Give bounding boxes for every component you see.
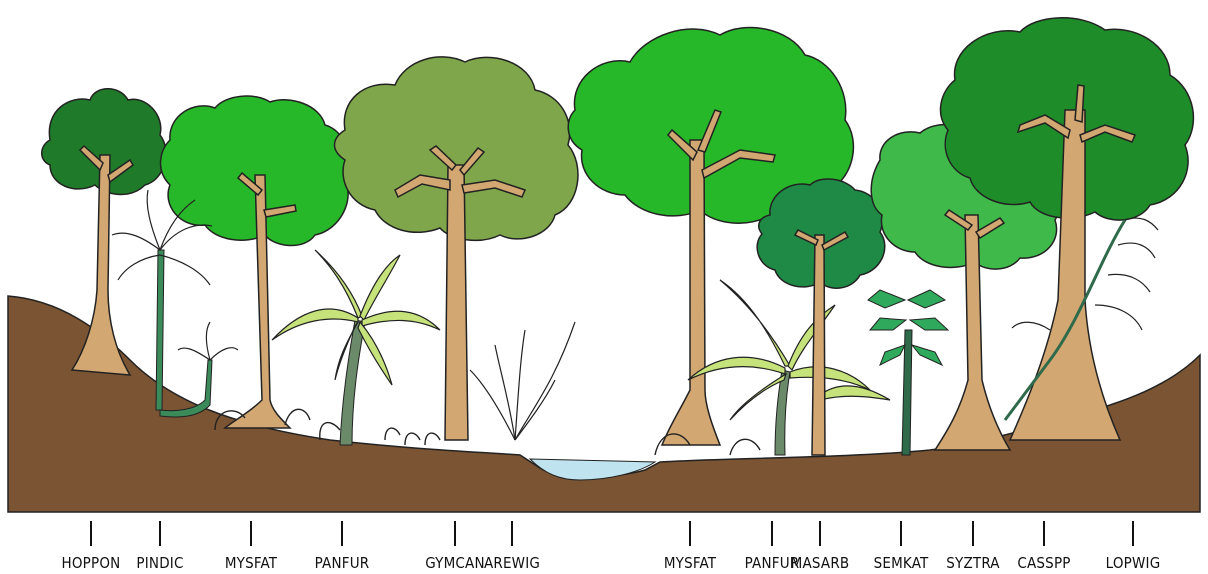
plant-arewig bbox=[470, 322, 575, 440]
species-label-arewig-5: AREWIG bbox=[484, 554, 540, 572]
species-label-semkat-9: SEMKAT bbox=[874, 554, 929, 572]
species-label-pindic-1: PINDIC bbox=[136, 554, 183, 572]
plant-panfur-left bbox=[272, 250, 440, 445]
species-label-mysfat-2: MYSFAT bbox=[225, 554, 278, 572]
species-label-hoppon-0: HOPPON bbox=[62, 554, 121, 572]
species-label-lopwig-12: LOPWIG bbox=[1106, 554, 1161, 572]
species-label-syztra-10: SYZTRA bbox=[946, 554, 1000, 572]
species-label-casspp-11: CASSPP bbox=[1017, 554, 1070, 572]
plant-panfur-right bbox=[688, 280, 890, 455]
species-label-mysfat-6: MYSFAT bbox=[664, 554, 717, 572]
species-ticks bbox=[91, 521, 1133, 546]
species-label-gymcan-4: GYMCAN bbox=[425, 554, 485, 572]
ground bbox=[8, 296, 1200, 512]
species-label-masarb-8: MASARB bbox=[791, 554, 850, 572]
species-label-panfur-3: PANFUR bbox=[315, 554, 370, 572]
plant-semkat bbox=[868, 290, 948, 455]
canopy-mysfat-left bbox=[161, 96, 349, 245]
